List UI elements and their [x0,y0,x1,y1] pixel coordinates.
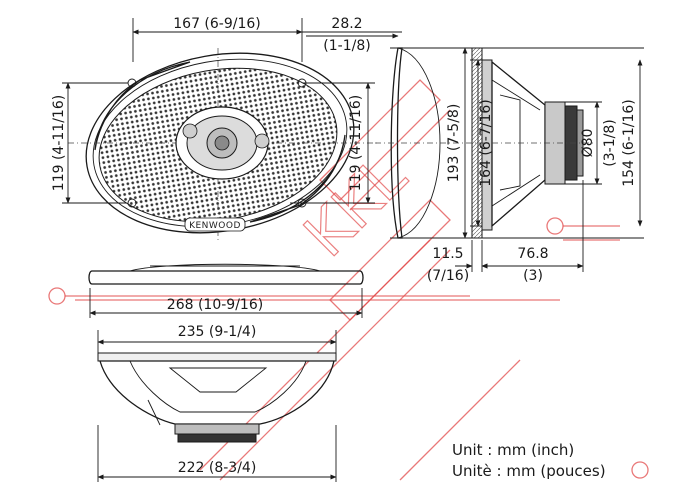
dim-flange-in: (7/16) [427,268,469,284]
dim-height-left: 119 (4-11/16) [51,95,67,191]
dim-height-right: 119 (4-11/16) [348,95,364,191]
dim-flange-mm: 11.5 [432,246,463,262]
dim-mount-depth-mm: 76.8 [517,246,548,262]
dim-top-width: 167 (6-9/16) [173,16,261,32]
front-view: KENWOOD 167 (6-9/16) 119 (4-11/16) 119 (… [51,16,380,240]
bottom-view: 235 (9-1/4) 222 (8-3/4) [97,324,337,482]
dim-depth-28-mm: 28.2 [331,16,362,32]
units-note: Unit : mm (inch) Unitè : mm (pouces) [452,441,606,480]
dim-mount-depth-in: (3) [523,268,543,284]
dim-side-193: 193 (7-5/8) [446,104,462,183]
unit-line-2: Unitè : mm (pouces) [452,462,606,480]
dim-overall-width: 268 (10-9/16) [167,297,263,313]
dim-side-164: 164 (6-7/16) [478,99,494,187]
top-view: 268 (10-9/16) [88,263,364,318]
dim-depth-28-in: (1-1/8) [323,38,370,54]
dim-magnet-dia-in: (3-1/8) [602,119,618,166]
dim-side-154: 154 (6-1/16) [621,99,637,187]
dim-magnet-dia: Ø80 [580,129,596,158]
brand-logo: KENWOOD [189,221,241,231]
dim-width-222: 222 (8-3/4) [178,460,257,476]
side-view: 28.2 (1-1/8) 193 (7-5/8) 164 (6-7/16) Ø8… [302,16,644,284]
dim-width-235: 235 (9-1/4) [178,324,257,340]
unit-line-1: Unit : mm (inch) [452,441,574,459]
